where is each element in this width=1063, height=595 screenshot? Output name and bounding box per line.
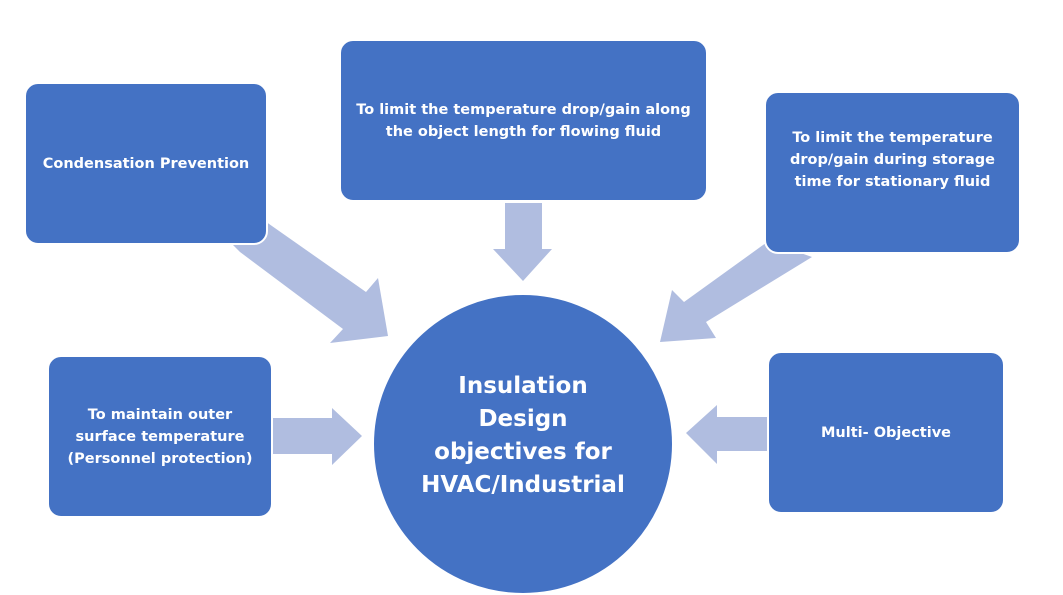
objective-label: To limit the temperature drop/gain along… [356, 102, 691, 140]
objective-stationary-fluid: To limit the temperature drop/gain durin… [764, 91, 1021, 254]
objective-label: Multi- Objective [821, 424, 951, 441]
arrow-stationary-fluid [660, 240, 812, 342]
objective-flowing-fluid: To limit the temperature drop/gain along… [339, 39, 708, 202]
arrow-multi-objective [686, 405, 768, 464]
objective-label: Condensation Prevention [42, 155, 250, 172]
arrow-personnel-protection [272, 408, 362, 465]
objective-label: To maintain outer surface temperature (P… [67, 406, 253, 467]
objective-condensation-prevention: Condensation Prevention [24, 82, 268, 245]
central-goal-circle: Insulation Design objectives for HVAC/In… [372, 293, 674, 595]
objective-label: To limit the temperature drop/gain durin… [790, 129, 995, 190]
arrow-condensation [228, 219, 388, 343]
central-goal-label: Insulation Design objectives for HVAC/In… [421, 373, 625, 498]
objective-multi-objective: Multi- Objective [767, 351, 1005, 514]
objective-personnel-protection: To maintain outer surface temperature (P… [47, 355, 273, 518]
arrow-flowing-fluid [493, 203, 552, 281]
